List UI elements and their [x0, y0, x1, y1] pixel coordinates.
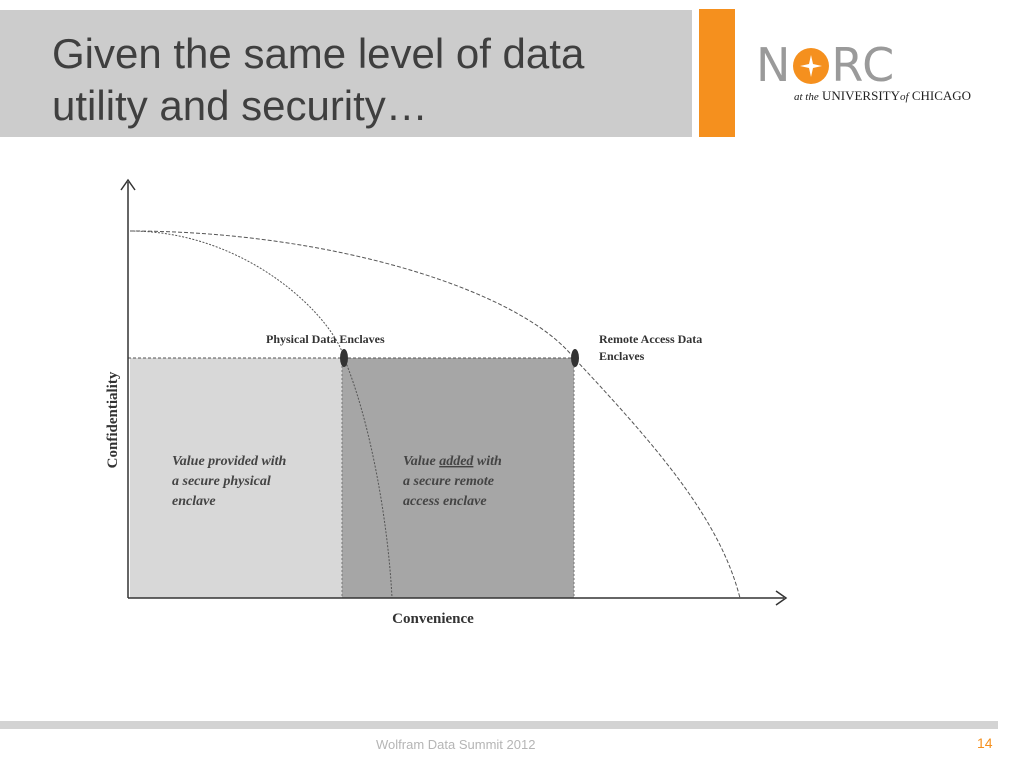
- right-area-text-prefix: Value: [403, 454, 439, 469]
- page-number: 14: [977, 735, 993, 751]
- physical-enclave-region: [130, 358, 342, 598]
- left-area-text-line-3: enclave: [172, 494, 216, 509]
- right-area-text-line-1: Value added with: [403, 454, 502, 469]
- remote-enclave-label-line-2: Enclaves: [599, 349, 645, 363]
- logo-at-the: at the: [794, 91, 819, 103]
- slide-title-line-1: Given the same level of data: [52, 30, 585, 77]
- frontier-diagram: Physical Data Enclaves Remote Access Dat…: [105, 178, 788, 627]
- accent-bar: [699, 9, 735, 137]
- logo-letters-rc: RC: [831, 38, 896, 92]
- slide-title: Given the same level of data utility and…: [52, 28, 672, 132]
- remote-enclave-label-line-1: Remote Access Data: [599, 332, 702, 346]
- right-area-text-line-2: a secure remote: [403, 474, 494, 489]
- physical-enclave-point: [340, 349, 348, 367]
- norc-logo: N RC at the UNIVERSITYof CHICAGO: [756, 40, 996, 110]
- remote-frontier-curve: [129, 230, 741, 599]
- slide-title-line-2: utility and security…: [52, 82, 428, 129]
- remote-enclave-region: [342, 358, 574, 598]
- physical-enclave-label: Physical Data Enclaves: [266, 332, 385, 346]
- logo-subtitle: at the UNIVERSITYof CHICAGO: [794, 88, 971, 104]
- title-bar: [0, 10, 692, 137]
- logo-chicago: CHICAGO: [911, 88, 972, 103]
- left-area-text-line-1: Value provided with: [172, 454, 287, 469]
- y-axis-label: Confidentiality: [105, 371, 121, 468]
- right-area-text-suffix: with: [473, 454, 502, 469]
- x-axis-arrow-icon: [775, 590, 788, 606]
- logo-wordmark: N RC: [756, 40, 895, 90]
- right-area-text-line-3: access enclave: [403, 494, 487, 509]
- remote-enclave-point: [571, 349, 579, 367]
- logo-university: UNIVERSITY: [822, 88, 900, 103]
- physical-frontier-curve: [129, 230, 393, 599]
- logo-star-icon: [793, 48, 830, 84]
- x-axis-label: Convenience: [392, 611, 474, 627]
- right-area-text-added: added: [439, 454, 474, 469]
- footer-line: [0, 721, 998, 729]
- left-area-text-line-2: a secure physical: [172, 474, 271, 489]
- logo-of: of: [900, 91, 909, 103]
- logo-letter-n: N: [756, 38, 792, 92]
- footer-text: Wolfram Data Summit 2012: [376, 737, 536, 752]
- y-axis-arrow-icon: [120, 178, 136, 191]
